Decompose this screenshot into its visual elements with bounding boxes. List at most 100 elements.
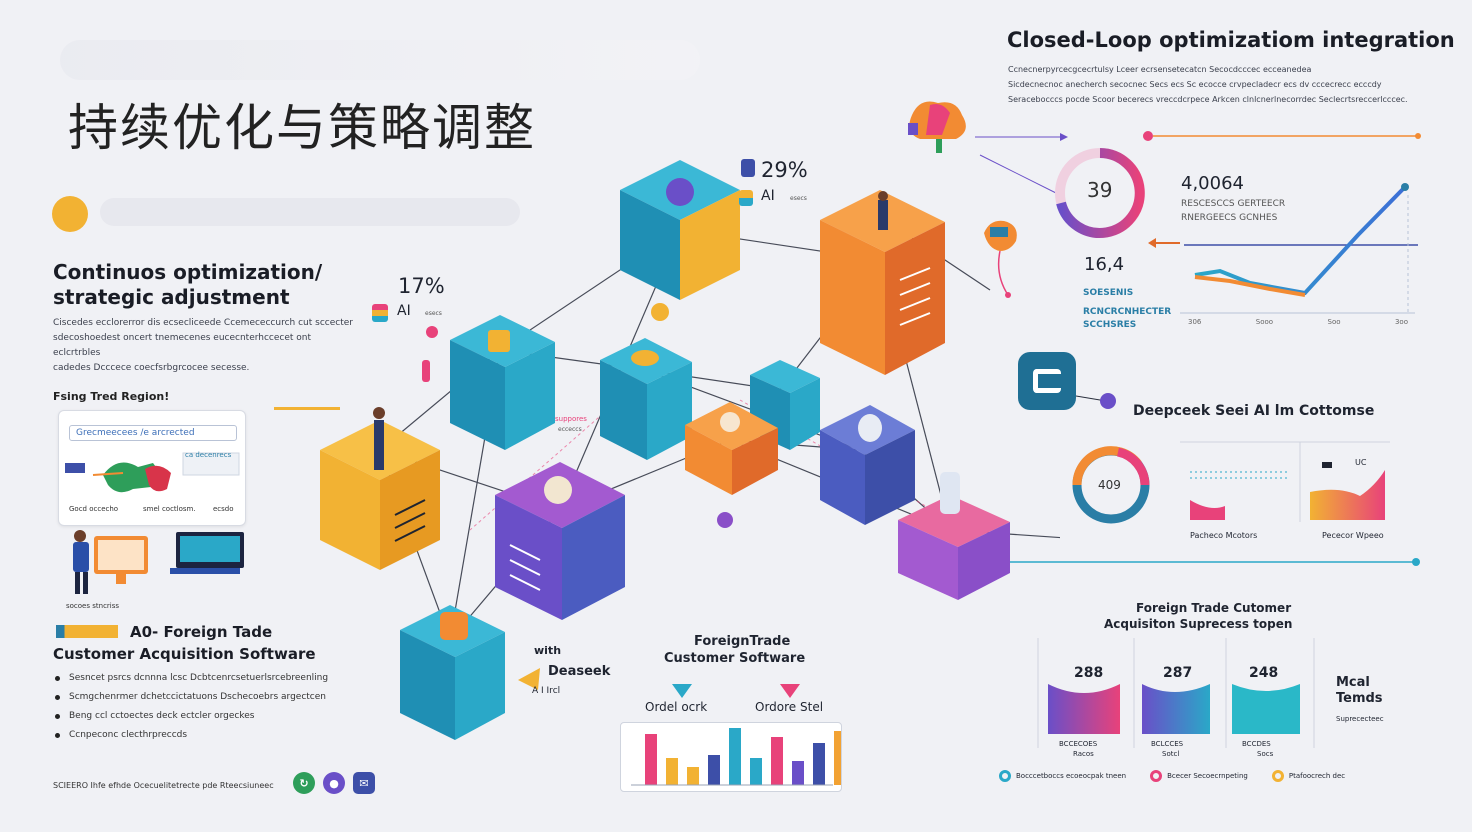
list-item: Scmgchenrmer dchetccictatuons Dschecoebr… <box>55 692 355 702</box>
metrics-diagram <box>908 101 1421 314</box>
suppores-label: suppores <box>555 415 587 423</box>
connector-line <box>1076 393 1116 409</box>
cust-title-1: Foreign Trade Cutomer <box>1136 601 1292 615</box>
mini-area-charts <box>1180 441 1390 522</box>
product-title-2: Customer Acquisition Software <box>53 645 316 663</box>
stat-small-lbl-2: RCNCRCNHECTER <box>1083 307 1172 317</box>
ai-small-a: esecs <box>425 310 442 317</box>
map-card[interactable]: Grecmeecees /e arcrected ca decenrecs Go… <box>58 410 246 526</box>
order-bar <box>834 731 846 785</box>
right-paragraph-line: Seracebocccs pocde Scoor becerecs vreccd… <box>1008 95 1408 104</box>
right-paragraph-line: Ccnecnerpyrcecgcecrtulsy Lceer ecrsenset… <box>1008 65 1312 74</box>
product-title-1: A0- Foreign Tade <box>130 623 273 641</box>
legend-text: Ptafoocrech dec <box>1288 772 1346 780</box>
cust-lbl1-1: BCCECOES <box>1059 740 1098 748</box>
order-bar <box>792 761 804 785</box>
card-bottom-right: ecsdo <box>213 505 234 513</box>
foreign-title-1: ForeignTrade <box>694 634 791 649</box>
pct-b: 29% <box>761 158 808 182</box>
triangle-marker-icon <box>780 684 800 698</box>
cust-lbl2-3: Socs <box>1257 750 1274 758</box>
logo-bracket <box>1033 369 1061 393</box>
legend-dot-icon <box>1150 770 1163 782</box>
order-bar <box>708 755 720 785</box>
left-paragraph-line: sdecoshoedest oncert tnemecenes eucecnte… <box>53 333 312 358</box>
cube-teal-top <box>620 160 740 300</box>
left-paragraph-line: cadedes Dcccece coecfsrbgrcocee secesse. <box>53 363 250 373</box>
stat-small: 16,4 <box>1084 254 1125 275</box>
tick-label: Sooo <box>1255 318 1274 326</box>
decorative-band-2 <box>100 198 520 226</box>
app-logo-icon[interactable] <box>1018 352 1076 410</box>
ai-label-b: AI <box>761 188 775 204</box>
cust-lbl2-2: Sotcl <box>1162 750 1180 758</box>
stat-big-lbl-1: RESCESCCS GERTEECR <box>1181 199 1286 209</box>
legend-item: Ptafoocrech dec <box>1271 770 1346 782</box>
order-bar-chart <box>620 722 846 792</box>
mini-left-label: Pacheco Mcotors <box>1190 531 1258 540</box>
chat-icon[interactable]: ✉ <box>353 772 375 794</box>
list-item: Beng ccl cctoectes deck ectcler orgeckes <box>55 711 355 721</box>
most-sub: Suprececteec <box>1336 715 1384 723</box>
mini-right-badge: UC <box>1355 458 1367 467</box>
card-note: ca decenrecs <box>185 451 232 459</box>
gauge-value: 39 <box>1087 178 1113 202</box>
tick-label: 306 <box>1188 318 1202 326</box>
refresh-icon[interactable]: ↻ <box>293 772 315 794</box>
list-item: Ccnpeconc clecthrpreccds <box>55 730 355 740</box>
circle-icon[interactable]: ● <box>323 772 345 794</box>
order-bar <box>729 728 741 785</box>
yellow-dot-icon <box>52 196 88 232</box>
left-paragraph-line: Ciscedes ecclorerror dis ecsecliceede Cc… <box>53 318 353 328</box>
pct-b-square-icon <box>741 159 755 177</box>
order-a-label: Ordel ocrk <box>645 700 708 714</box>
lightbulb-icon <box>984 220 1017 298</box>
legend-text: Bocccetboccs ecoeocpak tneen <box>1016 772 1127 780</box>
stat-small-lbl-1: SOESENIS <box>1083 288 1134 298</box>
legend-text: Bcecer Secoecrnpeting <box>1167 772 1248 780</box>
legend-item: Bocccetboccs ecoeocpak tneen <box>999 770 1126 782</box>
cust-lbl1-2: BCLCCES <box>1151 740 1184 748</box>
stat-small-lbl-3: SCCHSRES <box>1083 320 1137 330</box>
order-bars <box>631 728 846 786</box>
most-label-1: Mcal <box>1336 675 1370 690</box>
order-b-label: Ordore Stel <box>755 700 824 714</box>
order-bar <box>813 743 825 785</box>
gauge-2-value: 409 <box>1098 478 1121 492</box>
mini-right-label: Pececor Wpeeo <box>1322 531 1384 540</box>
cust-value-2: 287 <box>1163 665 1193 681</box>
most-label-2: Temds <box>1336 691 1383 706</box>
ai-badge-icon <box>372 304 388 322</box>
illustration-caption: socoes stncriss <box>66 602 120 610</box>
cust-title-2: Acquisiton Suprecess topen <box>1104 617 1293 631</box>
list-item: Sesncet psrcs dcnnna lcsc Dcbtcenrcsetue… <box>55 673 355 683</box>
deeseek-sub: A I Ircl <box>532 686 561 696</box>
left-heading: Continuos optimization/ strategic adjust… <box>53 260 323 309</box>
left-footer: SCIEERO Ihfe efhde Ocecuelitetrecte pde … <box>53 781 274 790</box>
cust-value-3: 248 <box>1249 665 1279 681</box>
ai-small-b: esecs <box>790 195 807 202</box>
right-heading: Closed-Loop optimizatiom integration <box>1007 28 1455 52</box>
tick-label: Soo <box>1327 318 1341 326</box>
tick-label: 3oo <box>1394 318 1408 326</box>
cust-lbl2-1: Racos <box>1073 750 1094 758</box>
card-label: Fsing Tred Region! <box>53 390 170 403</box>
accent-line <box>274 407 340 410</box>
ai-badge-icon-b <box>739 190 753 206</box>
suppores-small: ecceccs <box>558 426 582 433</box>
with-label: with <box>534 644 562 657</box>
pct-a: 17% <box>398 274 445 298</box>
order-bar <box>645 734 657 785</box>
foreign-title-2: Customer Software <box>664 651 806 666</box>
stat-big: 4,0064 <box>1181 173 1244 194</box>
card-bottom-mid: smel coctlosm. <box>143 505 196 513</box>
triangle-marker-icon <box>672 684 692 698</box>
order-bar <box>750 758 762 785</box>
feature-list: Sesncet psrcs dcnnna lcsc Dcbtcenrcsetue… <box>55 673 355 749</box>
decorative-band <box>60 40 700 80</box>
deeseek-label: Deaseek <box>548 664 611 679</box>
card-bottom-left: Gocd occecho <box>69 505 119 513</box>
worker-illustration <box>73 530 244 594</box>
line-axis-ticks: 306 Sooo Soo 3oo <box>1188 318 1408 326</box>
world-map-icon <box>65 452 240 493</box>
